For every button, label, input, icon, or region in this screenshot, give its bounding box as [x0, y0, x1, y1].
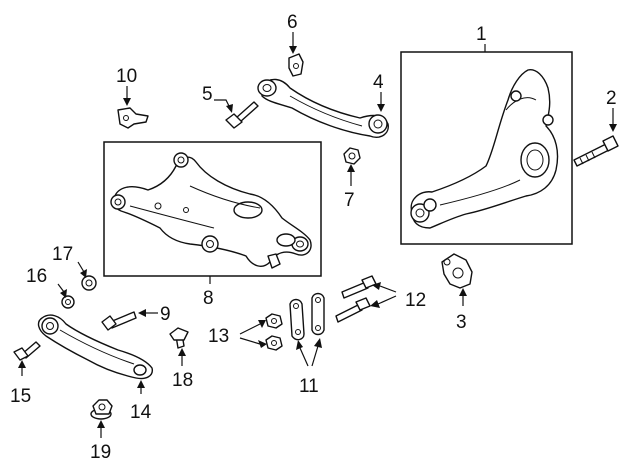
callout-7: 7	[344, 190, 355, 211]
callout-13: 13	[208, 326, 229, 347]
clip-part-6	[288, 53, 304, 77]
lower-arm-part-14	[37, 314, 153, 380]
bolts-part-12	[335, 275, 377, 323]
arm-bolt-part-5	[225, 101, 259, 129]
washer-part-16	[61, 295, 75, 309]
link-brackets-part-11	[289, 292, 325, 341]
callout-1: 1	[476, 24, 487, 45]
knuckle-box	[400, 51, 573, 245]
callout-2: 2	[606, 88, 617, 109]
callout-6: 6	[287, 12, 298, 33]
nut-part-19	[90, 399, 113, 420]
crossmember-part-8	[103, 141, 322, 277]
callout-labels: 1 2 3 4 5 6 7 8 9 10 11 12 13 14 15 16 1…	[10, 12, 617, 463]
callout-5: 5	[202, 84, 213, 105]
bracket-part-3	[441, 253, 473, 289]
callout-17: 17	[52, 244, 73, 265]
bolt-part-9	[101, 311, 137, 331]
bolt-part-18	[169, 327, 189, 349]
leader-lines	[18, 32, 617, 438]
knuckle-bolt-part-2	[573, 135, 619, 167]
callout-11: 11	[299, 376, 319, 397]
callout-14: 14	[130, 402, 152, 423]
crossmember-box	[103, 141, 322, 277]
nuts-part-13	[265, 313, 283, 351]
callout-3: 3	[456, 312, 467, 333]
callout-9: 9	[160, 304, 171, 325]
callout-19: 19	[90, 442, 111, 463]
callout-8: 8	[203, 288, 214, 309]
clip-part-10	[117, 107, 149, 129]
nut-part-7	[343, 147, 361, 165]
callout-18: 18	[172, 370, 193, 391]
knuckle-part-1	[400, 51, 573, 245]
callout-4: 4	[373, 72, 384, 93]
callout-16: 16	[26, 266, 47, 287]
callout-15: 15	[10, 386, 31, 407]
nut-part-17	[81, 275, 97, 291]
callout-10: 10	[116, 66, 137, 87]
bolt-part-15	[13, 341, 41, 361]
upper-arm-part-4	[257, 78, 389, 138]
callout-12: 12	[405, 290, 426, 311]
